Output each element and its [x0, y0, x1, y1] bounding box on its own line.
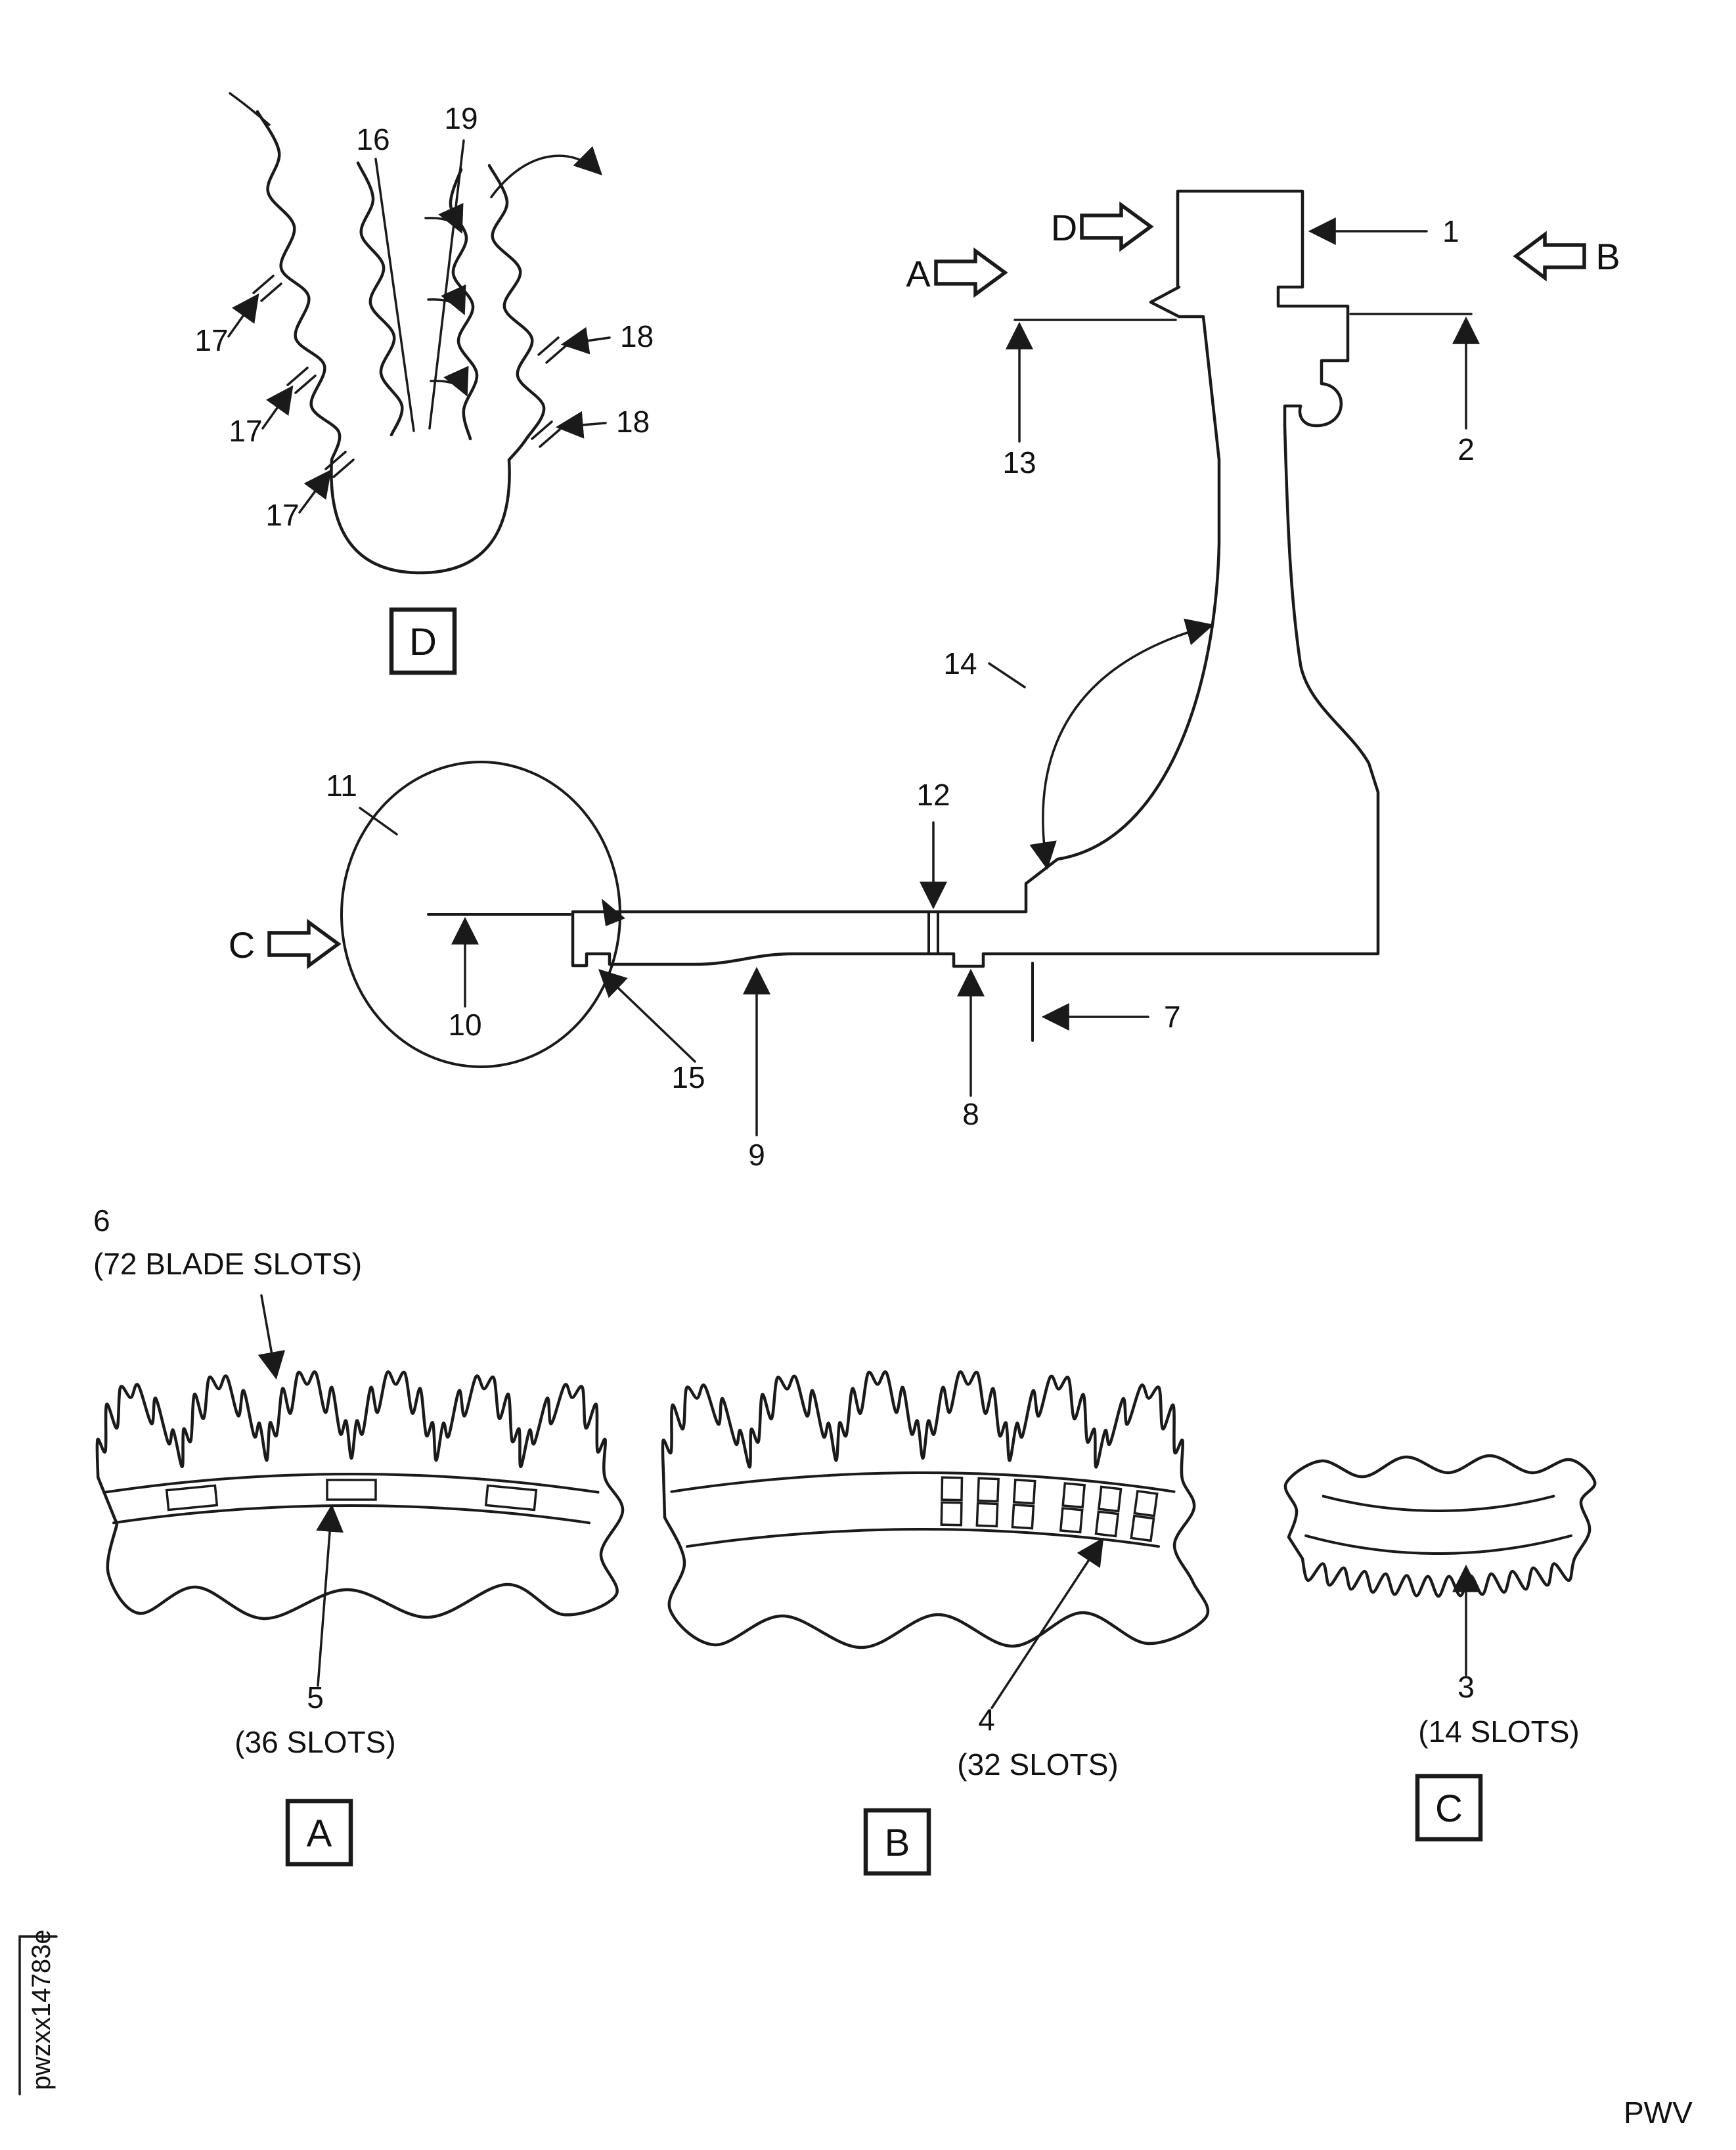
- airfoil-swoosh-arrow: [490, 146, 602, 198]
- publisher-code-text: PWV: [1624, 2095, 1693, 2130]
- view-d-arrow-letter: D: [1051, 207, 1077, 248]
- view-c-band-line-2: [1304, 1534, 1572, 1555]
- detail-balloon-arrowhead: [602, 899, 625, 926]
- slots-32-label: (32 SLOTS): [957, 1747, 1118, 1781]
- lobe-arrow-2: [427, 284, 466, 315]
- callout-14-label: 14: [943, 646, 977, 681]
- view-a-arrow-letter: A: [906, 253, 931, 294]
- callout-arrows: [227, 217, 1480, 1709]
- callout-18-arrow-1: [560, 326, 611, 355]
- callout-19-label: 19: [444, 101, 478, 135]
- callout-16-label: 16: [356, 122, 389, 156]
- figure-footer: pwzxx14783e PWV: [18, 1929, 1693, 2130]
- view-c-box: [1415, 1774, 1483, 1842]
- callout-2-label: 2: [1458, 432, 1475, 466]
- view-a-band-line-1: [103, 1473, 600, 1494]
- callout-18-label-1: 18: [620, 319, 654, 353]
- callout-6-label: 6: [93, 1203, 110, 1238]
- callout-17-label-3: 17: [265, 498, 299, 532]
- view-c-direction-arrow: [267, 918, 342, 970]
- callout-4-arrow: [990, 1537, 1104, 1709]
- left-serration-edge: [256, 110, 342, 462]
- callout-5-label: 5: [307, 1680, 324, 1714]
- view-c-segment: [1283, 1454, 1597, 1598]
- callout-1-label: 1: [1442, 214, 1459, 248]
- left-inner-serration-edge: [356, 161, 404, 437]
- callout-17-arrow-2: [261, 385, 294, 430]
- callout-3-label: 3: [1458, 1670, 1475, 1704]
- callout-10-label: 10: [448, 1008, 481, 1042]
- blade-root-bulb: [330, 458, 511, 575]
- view-b-box-letter: B: [885, 1822, 910, 1864]
- callout-17-arrow-3: [298, 469, 332, 514]
- blade-slots-label: (72 BLADE SLOTS): [93, 1247, 362, 1281]
- disk-profile-outline: [571, 189, 1380, 968]
- lobe-arrow-3: [430, 365, 469, 397]
- view-a-direction-arrow: [934, 247, 1008, 298]
- callout-14-leader: [988, 662, 1026, 688]
- view-b-rim-outline: [661, 1370, 1210, 1649]
- callout-13-label: 13: [1002, 445, 1036, 480]
- view-c-box-letter: C: [1435, 1787, 1463, 1830]
- callout-labels: A D B C 1 2 13 14 12 11 10 15 9 8 7 16 1…: [93, 101, 1620, 1781]
- view-letter-boxes: D A B C: [285, 607, 1483, 1876]
- platform-edge-line: [229, 92, 271, 126]
- callout-11-label: 11: [326, 769, 357, 803]
- lobe-arrow-1: [424, 202, 464, 234]
- view-b-lock-slot-grid: [940, 1476, 1159, 1542]
- view-a-lock-slots: [165, 1479, 538, 1512]
- slots-14-label: (14 SLOTS): [1418, 1714, 1579, 1749]
- callout-15-label: 15: [671, 1060, 705, 1094]
- detail-d-serration-view: [229, 92, 602, 575]
- callout-4-label: 4: [978, 1703, 995, 1737]
- view-d-box-letter: D: [409, 621, 437, 663]
- drawing-id-bracket: [18, 1935, 58, 2095]
- callout-16-leader: [374, 158, 415, 432]
- view-b-band-line-2: [686, 1528, 1160, 1548]
- view-b-band-line-1: [670, 1471, 1176, 1493]
- view-b-direction-arrow: [1513, 231, 1586, 282]
- view-c-band-line-1: [1322, 1494, 1555, 1512]
- view-a-box-letter: A: [307, 1812, 332, 1855]
- drawing-id-text: pwzxx14783e: [27, 1929, 56, 2090]
- callout-18-arrow-2: [555, 411, 607, 439]
- view-a-segment: [95, 1370, 625, 1621]
- callout-8-label: 8: [962, 1097, 979, 1131]
- right-serration-edge: [487, 164, 546, 462]
- callout-5-arrow: [316, 1504, 344, 1687]
- callout-11-leader: [359, 807, 398, 836]
- view-a-box: [285, 1799, 353, 1867]
- view-d-box: [389, 607, 457, 675]
- view-d-direction-arrow: [1080, 201, 1154, 252]
- callout-6-arrow: [257, 1294, 286, 1380]
- view-a-band-line-2: [112, 1504, 590, 1525]
- view-b-arrow-letter: B: [1595, 236, 1620, 277]
- callout-18-label-2: 18: [616, 405, 650, 439]
- callout-14-arc-arrow: [1029, 618, 1214, 870]
- callout-15-arrow: [598, 969, 696, 1063]
- view-c-arrow-letter: C: [229, 924, 255, 966]
- callout-7-label: 7: [1164, 1000, 1181, 1034]
- slots-36-label: (36 SLOTS): [234, 1725, 395, 1759]
- view-direction-arrows: [267, 201, 1586, 970]
- view-b-segment: [661, 1370, 1210, 1649]
- callout-17-arrow-1: [227, 293, 259, 338]
- view-b-box: [863, 1808, 931, 1876]
- disk-cross-section: [340, 189, 1473, 1068]
- callout-17-label-2: 17: [229, 414, 262, 448]
- callout-12-label: 12: [916, 778, 950, 812]
- view-c-rim-outline: [1283, 1454, 1597, 1598]
- callout-9-label: 9: [748, 1138, 765, 1172]
- callout-17-label-1: 17: [194, 323, 228, 357]
